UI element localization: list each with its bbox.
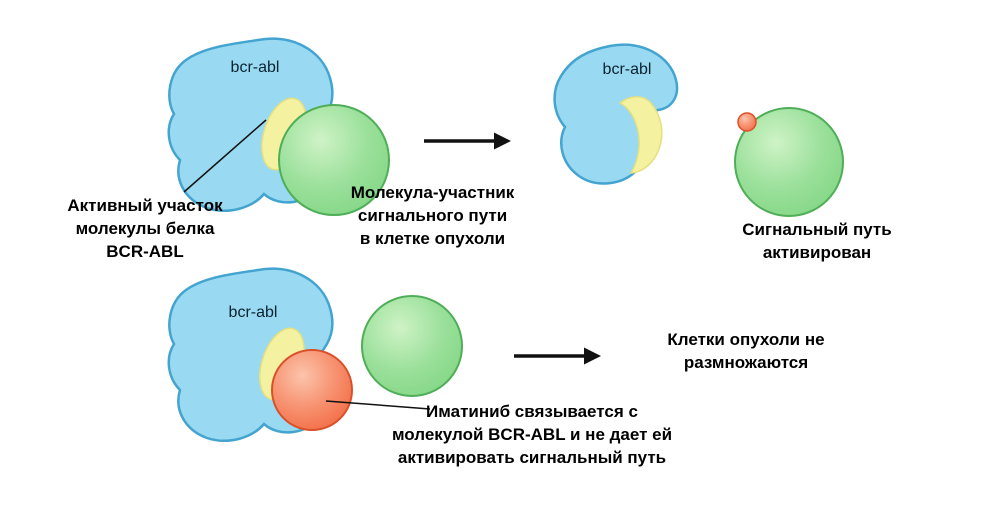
imatinib-sphere bbox=[271, 349, 353, 431]
caption-line: молекулой BCR-ABL и не дает ей bbox=[391, 425, 673, 444]
caption-line: Сигнальный путь bbox=[742, 220, 892, 239]
arrow-right-bottom-head bbox=[584, 347, 601, 365]
signal-molecule-caption: Молекула-участник сигнального пути в кле… bbox=[325, 181, 540, 250]
active-site-pointer-line bbox=[183, 119, 267, 193]
caption-line: активировать сигнальный путь bbox=[397, 448, 667, 467]
signal-molecule-sphere-free bbox=[361, 295, 463, 397]
caption-line: молекулы белка bbox=[75, 219, 215, 238]
imatinib-pointer-line bbox=[325, 400, 431, 410]
caption-line: BCR-ABL bbox=[106, 242, 184, 261]
protein-label-top-left: bcr-abl bbox=[230, 59, 280, 76]
caption-line: Иматиниб связывается с bbox=[426, 402, 638, 421]
caption-line: Молекула-участник bbox=[350, 183, 515, 202]
signal-molecule-sphere-docked bbox=[278, 104, 390, 216]
caption-line: Активный участок bbox=[67, 196, 223, 215]
protein-label-top-right: bcr-abl bbox=[602, 61, 652, 78]
active-site-crescent bbox=[618, 96, 663, 174]
arrow-right-top-head bbox=[494, 132, 511, 150]
protein-label-bottom: bcr-abl bbox=[228, 304, 278, 321]
imatinib-caption: Иматиниб связывается с молекулой BCR-ABL… bbox=[362, 400, 702, 469]
caption-line: активирован bbox=[762, 243, 872, 262]
caption-line: размножаются bbox=[683, 353, 809, 372]
activation-dot bbox=[737, 112, 757, 132]
no-proliferation-caption: Клетки опухоли не размножаются bbox=[626, 328, 866, 374]
caption-line: сигнального пути bbox=[357, 206, 508, 225]
caption-line: в клетке опухоли bbox=[359, 229, 506, 248]
caption-line: Клетки опухоли не bbox=[667, 330, 825, 349]
pathway-activated-caption: Сигнальный путь активирован bbox=[712, 218, 922, 264]
signal-molecule-sphere-activated bbox=[734, 107, 844, 217]
active-site-caption: Активный участок молекулы белка BCR-ABL bbox=[30, 194, 260, 263]
